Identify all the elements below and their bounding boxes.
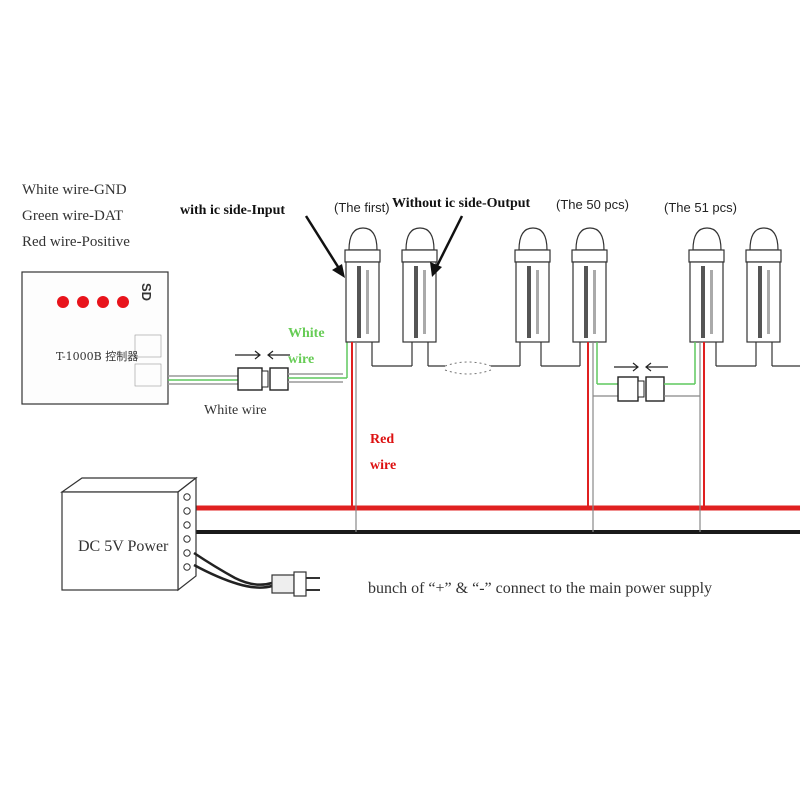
pixel-50-label: (The 50 pcs) xyxy=(556,197,629,212)
pixel-module-52 xyxy=(745,227,782,343)
pixel-module-2 xyxy=(401,227,438,343)
pixel-module-50 xyxy=(571,227,608,343)
terminal-screw xyxy=(183,493,191,501)
terminal-screw xyxy=(183,535,191,543)
connector-2 xyxy=(614,362,668,402)
red-wire-label-bottom: wire xyxy=(370,458,397,473)
chain-wires-2 xyxy=(715,342,800,367)
power-supply-label: DC 5V Power xyxy=(78,538,169,555)
chain-wires-1 xyxy=(371,342,581,375)
pixel-module-51 xyxy=(688,227,725,343)
pixel-51-label: (The 51 pcs) xyxy=(664,200,737,215)
ac-plug xyxy=(193,551,320,597)
terminal-screw xyxy=(183,521,191,529)
white-wire-label-bottom: wire xyxy=(288,352,315,367)
controller-model-label: T-1000B 控制器 xyxy=(56,350,139,363)
terminal-screw xyxy=(183,563,191,571)
controller-button xyxy=(77,296,89,308)
legend-red-wire: Red wire-Positive xyxy=(22,234,130,250)
controller-button xyxy=(57,296,69,308)
red-wire-label-top: Red xyxy=(370,432,395,447)
output-side-label: Without ic side-Output xyxy=(392,196,531,211)
terminal-screw xyxy=(183,507,191,515)
controller-button xyxy=(117,296,129,308)
legend-white-wire: White wire-GND xyxy=(22,182,127,198)
output-pointer-arrow xyxy=(430,215,464,277)
connector-1 xyxy=(235,350,290,391)
power-supply-box xyxy=(60,476,198,592)
controller-sd-label: SD xyxy=(139,283,154,302)
white-wire-label-top: White xyxy=(288,326,325,341)
input-side-label: with ic side-Input xyxy=(180,203,286,218)
controller-button xyxy=(97,296,109,308)
input-pointer-arrow xyxy=(304,215,345,278)
legend-green-wire: Green wire-DAT xyxy=(22,208,124,224)
pixel-module-1 xyxy=(344,227,381,343)
main-power-note: bunch of “+” & “-” connect to the main p… xyxy=(368,580,713,597)
controller-box xyxy=(21,271,169,405)
connector-2-wires xyxy=(664,342,700,397)
first-pixel-label: (The first) xyxy=(334,200,390,215)
controller-data-cable xyxy=(168,375,238,385)
terminal-screw xyxy=(183,549,191,557)
pixel-module-3 xyxy=(514,227,551,343)
white-wire-caption: White wire xyxy=(204,403,267,418)
